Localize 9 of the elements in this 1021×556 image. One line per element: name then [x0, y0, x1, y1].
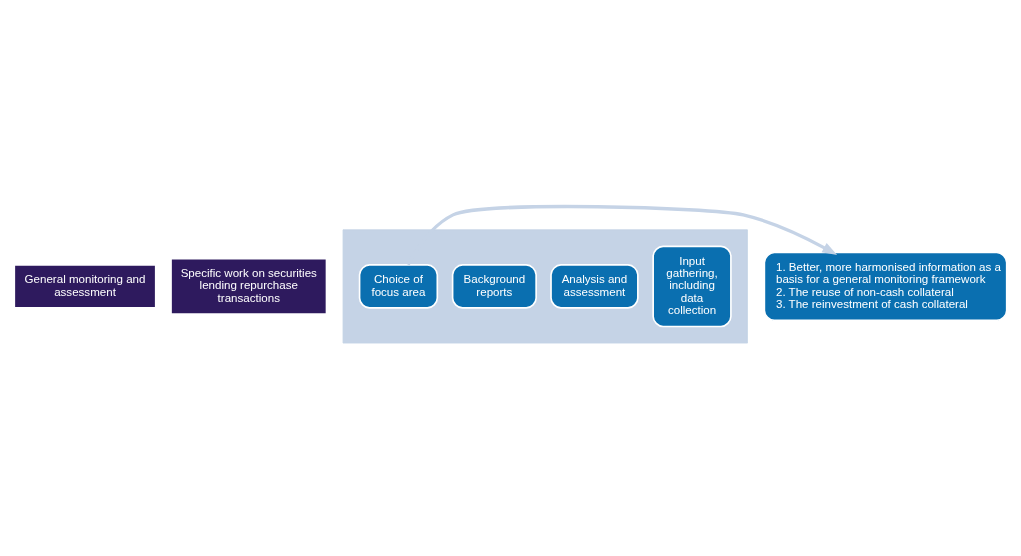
node-box: 1. Better, more harmonised information as a basis for a general monitoring framework 2. The reuse of non-cash collateral 3. The reinvestment of cash collateral	[763, 251, 1008, 322]
cluster	[342, 229, 748, 344]
node-box: Background reports	[451, 264, 537, 309]
node-box: Choice of focus area	[358, 264, 439, 309]
node-box: Specific work on securities lending repurchase transactions	[170, 257, 328, 315]
arrow	[406, 204, 838, 266]
node-box: General monitoring and assessment	[13, 264, 157, 309]
node-box: Analysis and assessment	[550, 264, 639, 309]
node-box: Input gathering, including data collection	[652, 245, 732, 328]
